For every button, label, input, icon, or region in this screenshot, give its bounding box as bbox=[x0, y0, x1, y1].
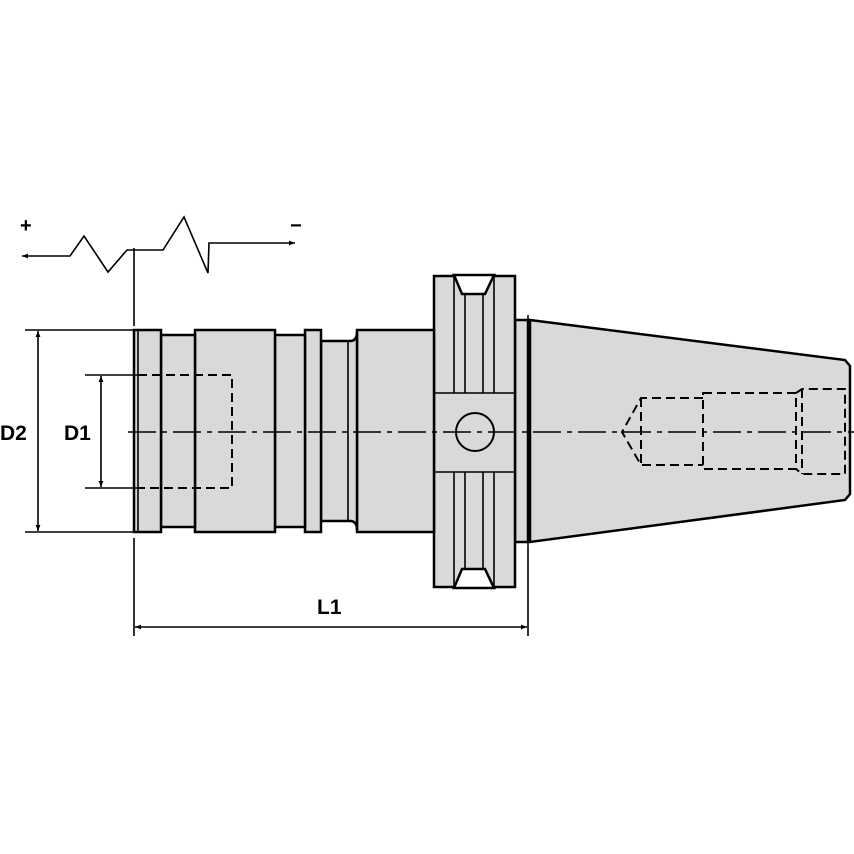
dimension-d1: D1 bbox=[64, 374, 138, 489]
dimension-d2: D2 bbox=[0, 329, 134, 533]
d2-label: D2 bbox=[0, 422, 27, 445]
plus-label: + bbox=[20, 215, 32, 237]
l1-label: L1 bbox=[317, 596, 342, 619]
dimension-l1: L1 bbox=[133, 538, 529, 636]
holder-body bbox=[128, 273, 854, 590]
adjustment-direction-indicator: + − bbox=[20, 215, 302, 326]
minus-label: − bbox=[290, 215, 302, 237]
d1-label: D1 bbox=[64, 422, 91, 445]
